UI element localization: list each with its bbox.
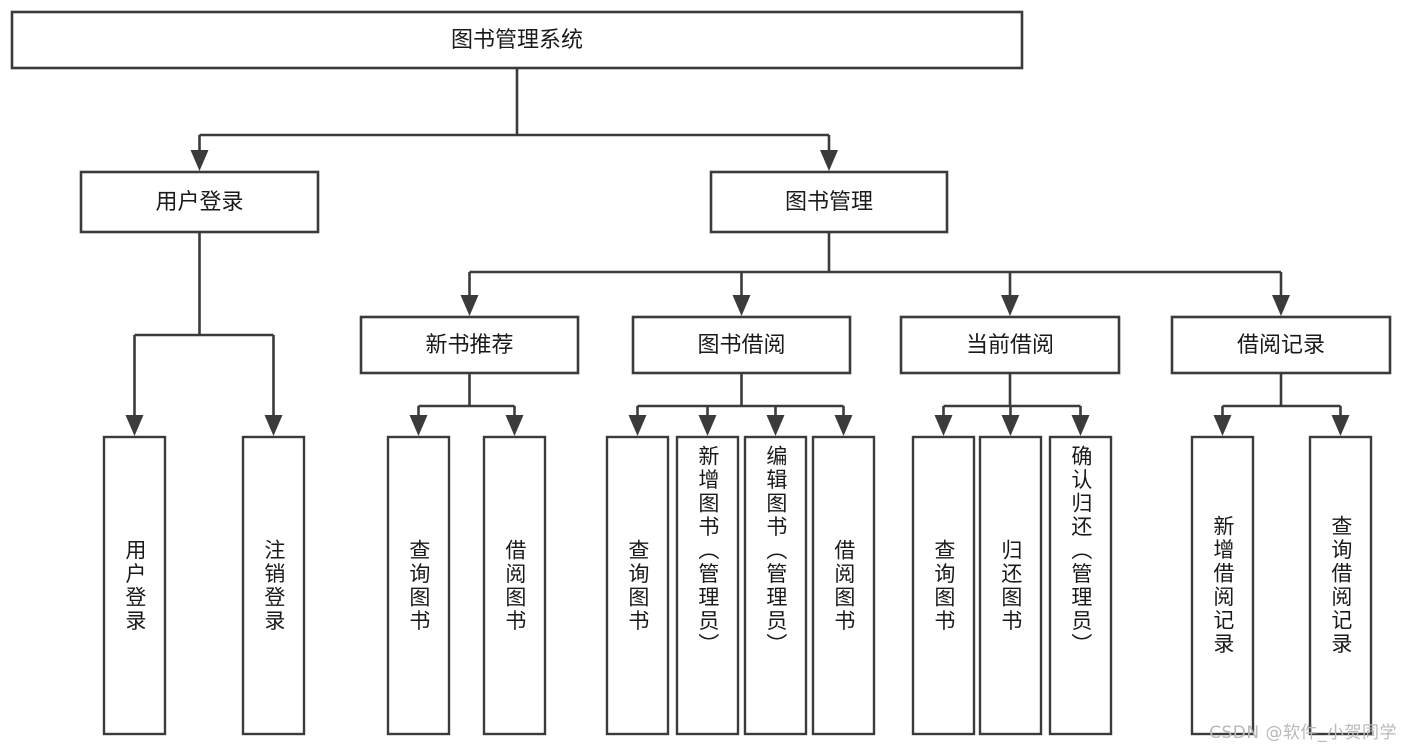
node-label-new-book-rec: 新书推荐 xyxy=(425,333,513,358)
arrow-head-icon-leaf-logout xyxy=(264,415,283,436)
arrow-head-icon-current-borrow xyxy=(1001,295,1019,316)
node-box-leaf-edit-book[interactable] xyxy=(743,435,808,736)
arrow-head-icon-leaf-edit-book xyxy=(766,415,785,436)
node-box-leaf-query-book-1[interactable] xyxy=(386,435,451,736)
node-box-leaf-borrow-book-1[interactable] xyxy=(482,435,547,736)
node-box-leaf-query-record[interactable] xyxy=(1308,435,1373,736)
node-box-book-borrow[interactable] xyxy=(631,315,852,375)
arrow-head-icon-leaf-query-book-2 xyxy=(628,415,647,436)
arrow-head-icon-leaf-borrow-book-1 xyxy=(505,415,524,436)
connector-layer xyxy=(125,68,1350,436)
arrow-head-icon-new-book-rec xyxy=(460,295,479,316)
node-label-user-login: 用户登录 xyxy=(155,190,243,215)
arrow-head-icon-book-borrow xyxy=(732,295,751,316)
node-box-leaf-user-login[interactable] xyxy=(102,435,167,736)
node-box-leaf-query-book-2[interactable] xyxy=(605,435,670,736)
node-box-user-login[interactable] xyxy=(79,170,320,234)
node-box-leaf-borrow-book-2[interactable] xyxy=(811,435,876,736)
node-box-new-book-rec[interactable] xyxy=(359,315,580,375)
node-label-book-borrow: 图书借阅 xyxy=(697,333,785,358)
arrow-head-icon-book-manage xyxy=(820,150,838,171)
arrow-head-icon-leaf-add-book xyxy=(698,415,717,436)
node-box-leaf-query-book-3[interactable] xyxy=(911,435,976,736)
node-label-borrow-record: 借阅记录 xyxy=(1237,333,1325,358)
node-box-leaf-add-book[interactable] xyxy=(675,435,740,736)
node-label-current-borrow: 当前借阅 xyxy=(966,333,1054,358)
node-box-leaf-add-record[interactable] xyxy=(1190,435,1255,736)
node-box-book-manage[interactable] xyxy=(709,170,949,234)
node-box-borrow-record[interactable] xyxy=(1170,315,1392,375)
arrow-head-icon-leaf-confirm-return xyxy=(1071,415,1090,436)
node-box-current-borrow[interactable] xyxy=(899,315,1121,375)
arrow-head-icon-user-login xyxy=(190,150,209,171)
arrow-head-icon-leaf-add-record xyxy=(1213,415,1232,436)
node-box-leaf-return-book[interactable] xyxy=(978,435,1043,736)
node-box-leaf-logout[interactable] xyxy=(241,435,306,736)
watermark-text: CSDN @软件_小贺同学 xyxy=(1209,723,1397,743)
arrow-head-icon-leaf-borrow-book-2 xyxy=(834,415,853,436)
node-box-layer xyxy=(10,10,1392,736)
node-label-book-manage: 图书管理 xyxy=(785,190,873,215)
node-box-leaf-confirm-return[interactable] xyxy=(1048,435,1113,736)
node-box-root[interactable] xyxy=(10,10,1024,70)
node-label-root: 图书管理系统 xyxy=(451,28,583,53)
arrow-head-icon-borrow-record xyxy=(1272,295,1290,316)
arrow-head-icon-leaf-query-book-3 xyxy=(934,415,953,436)
arrow-head-icon-leaf-return-book xyxy=(1001,415,1020,436)
arrow-head-icon-leaf-user-login xyxy=(125,415,144,436)
arrow-head-icon-leaf-query-record xyxy=(1331,415,1350,436)
arrow-head-icon-leaf-query-book-1 xyxy=(409,415,428,436)
